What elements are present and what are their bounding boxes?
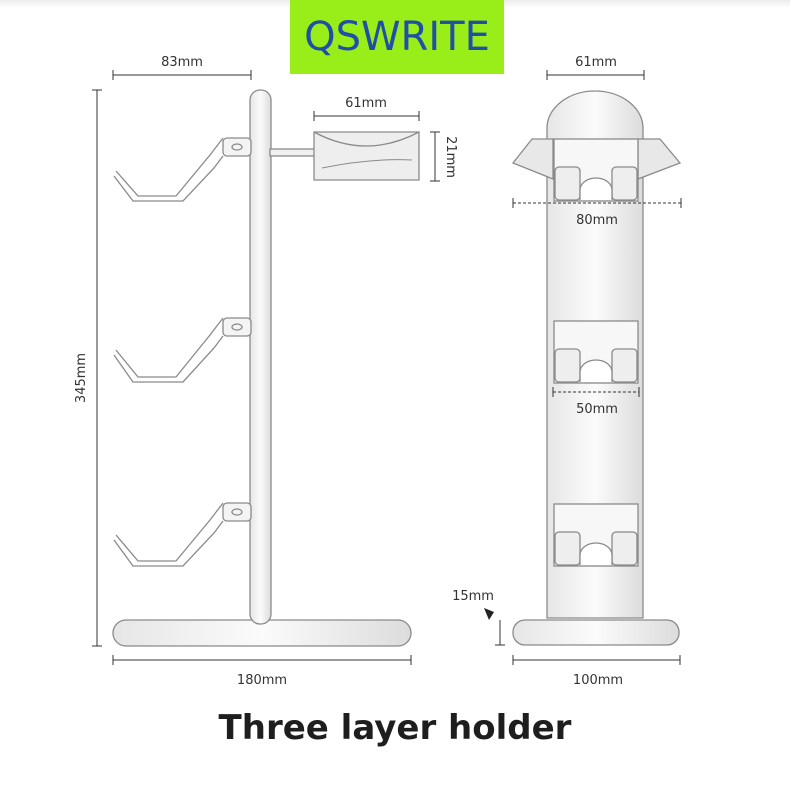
front-base [512,619,680,646]
side-hook-top [113,137,252,202]
brand-logo-text: QSWRITE [304,14,490,60]
front-slot-bottom [553,503,639,567]
side-cradle [313,131,420,181]
dim-arrow-15mm [484,608,494,620]
side-cradle-inner [321,159,413,169]
side-hook-middle [113,317,252,383]
side-rod [269,148,317,157]
dim-front-top-width: 61mm [575,55,617,70]
brand-logo: QSWRITE [290,0,504,74]
dim-side-total-height: 345mm [74,353,89,403]
dim-front-wing-span: 80mm [576,213,618,228]
dim-front-base-thickness: 15mm [452,589,494,604]
dim-front-slot-width: 50mm [576,402,618,417]
side-cradle-curve [313,131,420,147]
dim-front-base-width: 100mm [573,673,623,688]
side-view [112,89,420,647]
front-dimensions [495,70,682,665]
dim-side-width-top: 83mm [161,55,203,70]
caption-title: Three layer holder [218,708,572,748]
side-hook-bottom [113,502,252,567]
front-slot-top [553,138,639,202]
front-slot-middle [553,320,639,384]
side-pole [249,89,272,625]
front-view [511,90,682,646]
dim-side-cradle-height: 21mm [443,136,458,178]
side-dimensions [92,70,440,665]
dim-side-base-width: 180mm [237,673,287,688]
dim-side-cradle-width: 61mm [345,96,387,111]
